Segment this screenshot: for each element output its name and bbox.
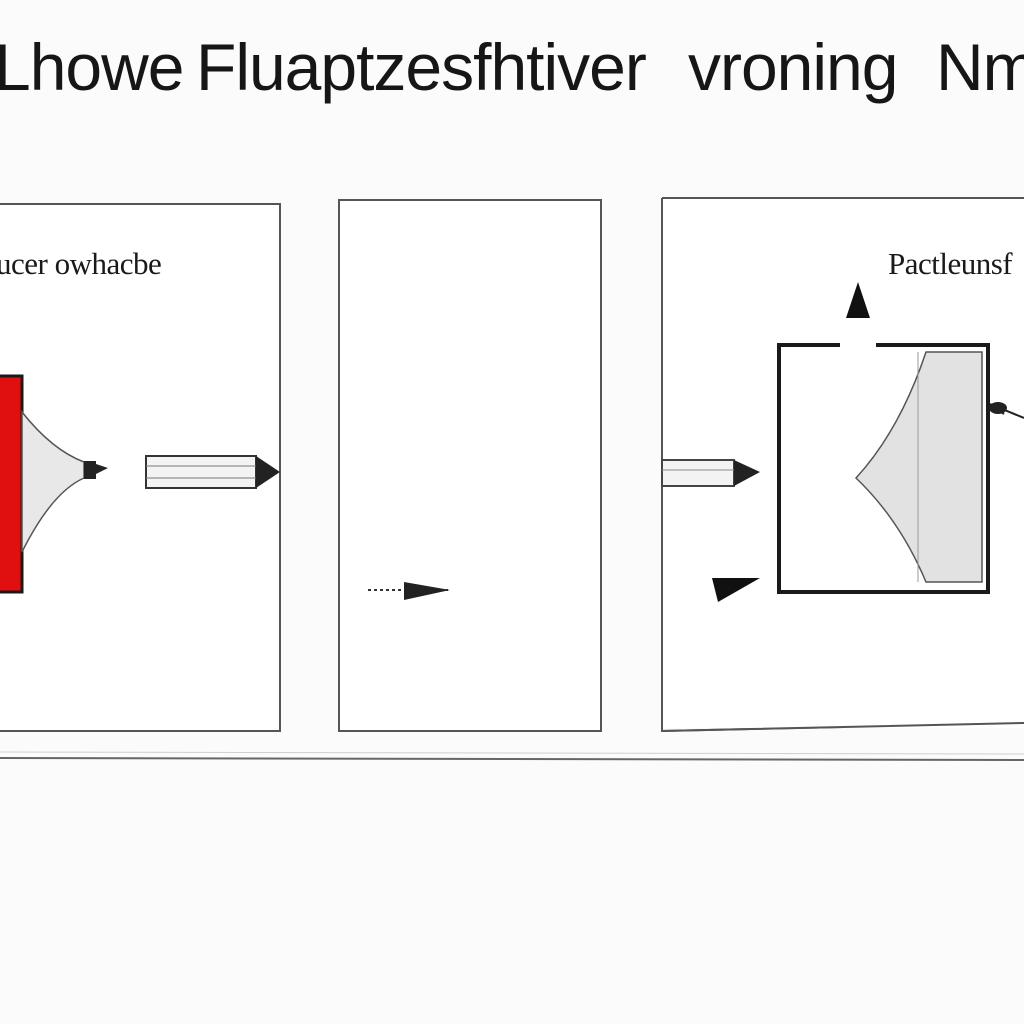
title-word-2: Fluaptzesfhtiver bbox=[196, 30, 647, 104]
red-block bbox=[0, 374, 24, 594]
pencil-icon bbox=[145, 455, 280, 489]
triangle-icon-lower bbox=[712, 578, 760, 602]
panel-right-label: Pactleunsf bbox=[888, 246, 1013, 281]
curved-shape-icon bbox=[854, 351, 983, 583]
triangle-icon bbox=[846, 282, 870, 318]
base-line bbox=[0, 757, 1024, 761]
funnel-icon bbox=[21, 409, 85, 553]
panel-left-label: ucer owhacbe bbox=[0, 246, 162, 281]
title-word-4: Nm bbox=[936, 30, 1024, 104]
title-word-1: Lhowe bbox=[0, 30, 184, 104]
panel-middle bbox=[338, 199, 602, 732]
diagram-title: Lhowe Fluaptzesfhtiver vroning Nm bbox=[0, 22, 1024, 112]
pencil-icon-right bbox=[661, 459, 760, 487]
title-word-3: vroning bbox=[688, 30, 898, 104]
arrow-icon bbox=[368, 582, 450, 600]
